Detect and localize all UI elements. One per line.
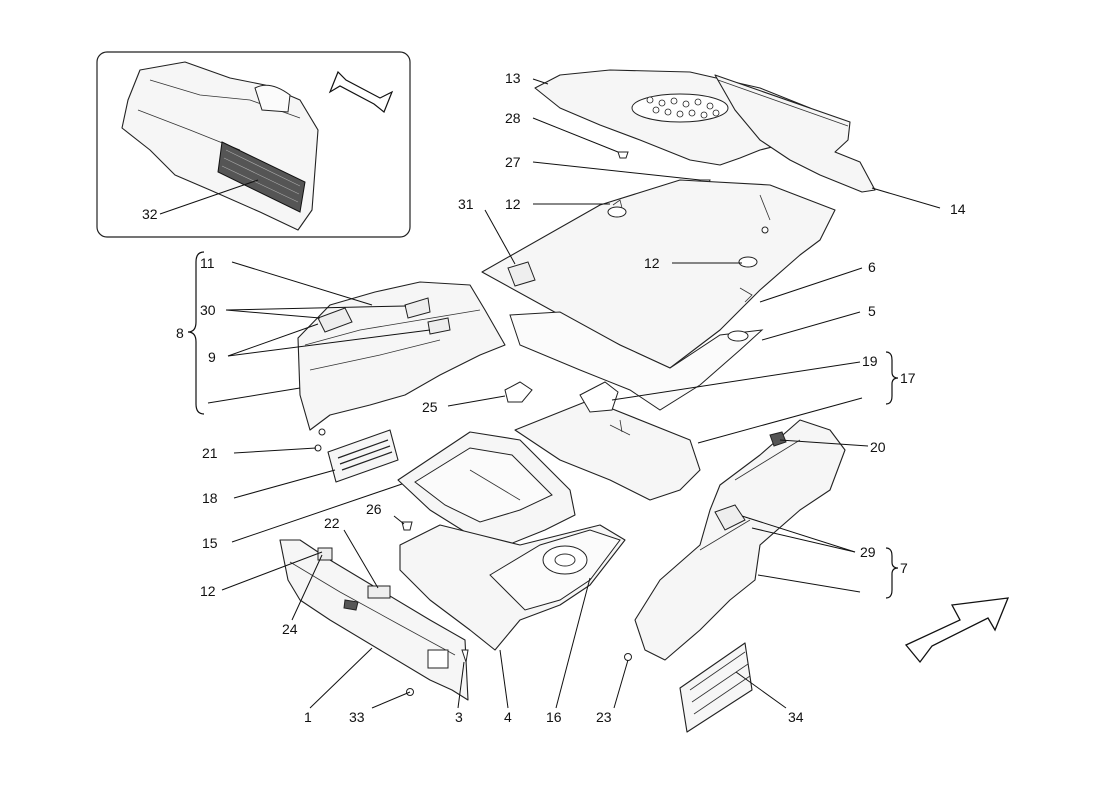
callout-15: 15 [202,535,218,551]
callout-26: 26 [366,501,382,517]
callout-20: 20 [870,439,886,455]
leader-lines [159,78,941,709]
callout-21: 21 [202,445,218,461]
callout-27: 27 [505,154,521,170]
callout-24: 24 [282,621,298,637]
callout-labels: 32 13 14 28 27 12 31 12 6 5 19 17 25 11 … [142,70,966,725]
callout-19: 19 [862,353,878,369]
fastener-3 [461,649,469,663]
callout-12: 12 [200,583,216,599]
callout-23: 23 [596,709,612,725]
fastener-26 [401,521,413,531]
callout-29: 29 [860,544,876,560]
rear-sill-trim-1 [279,539,469,701]
callout-12: 12 [505,196,521,212]
bracket-8 [187,251,205,415]
callout-5: 5 [868,303,876,319]
fastener-23 [624,653,632,661]
callout-11: 11 [200,255,215,271]
callout-17: 17 [900,370,916,386]
panel-5 [509,311,764,411]
bracket-17 [885,351,899,405]
left-side-trim-8 [297,281,506,436]
callout-30: 30 [200,302,216,318]
callout-18: 18 [202,490,218,506]
callout-9: 9 [208,349,216,365]
spare-wheel-cover-16 [489,529,621,611]
inset-direction-arrow-icon [328,70,394,113]
grille-panel [217,141,306,213]
callout-13: 13 [505,70,521,86]
callout-33: 33 [349,709,365,725]
callout-32: 32 [142,206,158,222]
callout-12: 12 [644,255,660,271]
right-side-trim-7 [634,419,846,661]
callout-7: 7 [900,560,908,576]
callout-28: 28 [505,110,521,126]
callout-3: 3 [455,709,463,725]
main-direction-arrow-icon [904,597,1010,664]
vent-grille-18 [327,429,399,483]
tray-17 [514,381,701,501]
grille-34 [679,642,753,733]
pad-25 [504,381,533,403]
callout-16: 16 [546,709,562,725]
callout-25: 25 [422,399,438,415]
callout-1: 1 [304,709,312,725]
callout-4: 4 [504,709,512,725]
inset-detail-box [96,51,411,238]
bracket-7 [885,547,899,599]
callout-14: 14 [950,201,966,217]
fastener-28 [617,151,629,159]
trunk-tub-15 [397,431,576,551]
rear-strip-14 [714,74,876,193]
callout-8: 8 [176,325,184,341]
load-floor-6 [481,179,836,369]
callout-31: 31 [458,196,474,212]
callout-22: 22 [324,515,340,531]
callout-34: 34 [788,709,804,725]
callout-6: 6 [868,259,876,275]
